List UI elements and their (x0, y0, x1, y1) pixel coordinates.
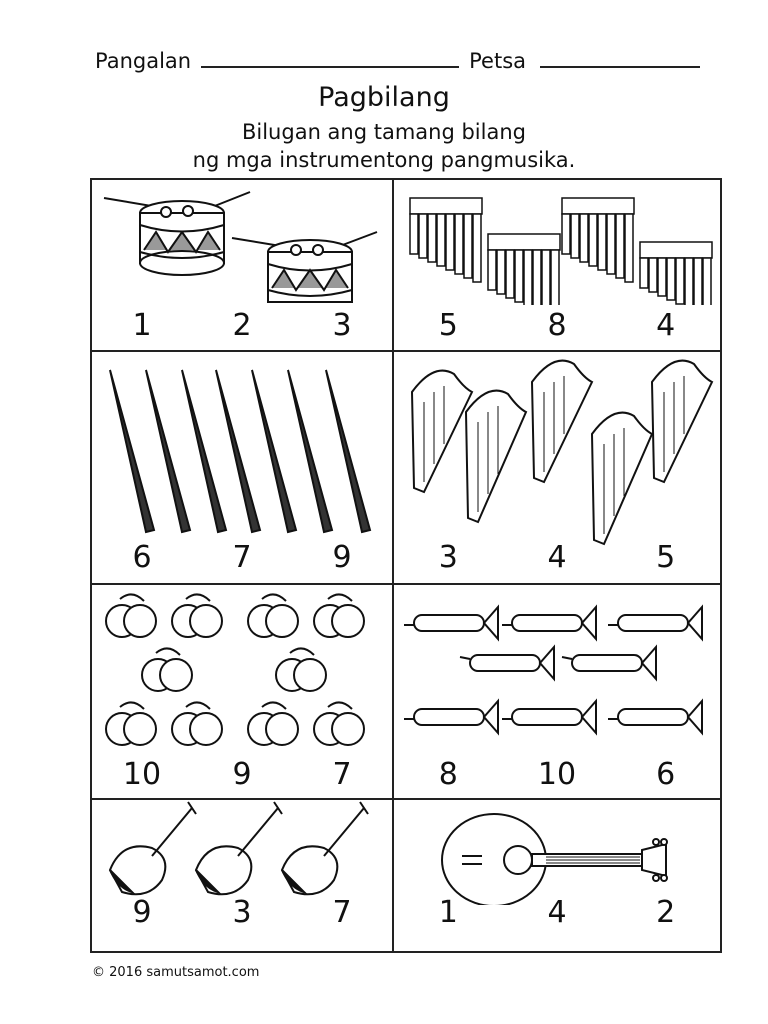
counting-grid: 1 2 3 (90, 178, 722, 953)
cell-drums: 1 2 3 (92, 180, 392, 350)
cell-violins: 9 3 7 (92, 800, 392, 951)
choice-number[interactable]: 3 (438, 540, 458, 575)
choice-number[interactable]: 9 (232, 757, 252, 792)
instruction-line-1: Bilugan ang tamang bilang (241, 120, 526, 144)
harp-icon (410, 359, 714, 546)
castanets-icon (105, 593, 365, 746)
choices-clarinets: 6 7 9 (92, 540, 392, 575)
choice-number[interactable]: 4 (547, 895, 567, 930)
lute-icon (441, 813, 668, 905)
choice-number[interactable]: 7 (332, 895, 352, 930)
choice-number[interactable]: 3 (232, 895, 252, 930)
choice-number[interactable]: 4 (656, 308, 676, 343)
choice-number[interactable]: 7 (232, 540, 252, 575)
choices-castanets: 10 9 7 (92, 757, 392, 792)
instructions: Bilugan ang tamang bilang ng mga instrum… (0, 118, 768, 174)
choices-lute: 1 4 2 (394, 895, 720, 930)
choice-number[interactable]: 9 (132, 895, 152, 930)
cell-castanets: 10 9 7 (92, 585, 392, 798)
choice-number[interactable]: 8 (438, 757, 458, 792)
choices-pan-flutes: 5 8 4 (394, 308, 720, 343)
name-blank-line[interactable] (201, 48, 460, 68)
name-date-row: Pangalan Petsa (95, 48, 710, 73)
date-label: Petsa (469, 49, 527, 73)
grid-divider-row1 (92, 350, 720, 352)
choice-number[interactable]: 6 (656, 757, 676, 792)
pan-flute-icon (409, 197, 713, 305)
clarinet-icon (109, 369, 372, 534)
cell-clarinets: 6 7 9 (92, 352, 392, 583)
worksheet-header: Pangalan Petsa Pagbilang Bilugan ang tam… (0, 0, 768, 180)
choice-number[interactable]: 2 (656, 895, 676, 930)
choice-number[interactable]: 6 (132, 540, 152, 575)
cell-trumpets: 8 10 6 (394, 585, 720, 798)
grid-divider-row3 (92, 798, 720, 800)
cell-pan-flutes: 5 8 4 (394, 180, 720, 350)
choices-trumpets: 8 10 6 (394, 757, 720, 792)
cell-lute: 1 4 2 (394, 800, 720, 951)
choice-number[interactable]: 3 (332, 308, 352, 343)
choice-number[interactable]: 10 (122, 757, 162, 792)
choices-harps: 3 4 5 (394, 540, 720, 575)
choice-number[interactable]: 9 (332, 540, 352, 575)
choice-number[interactable]: 7 (332, 757, 352, 792)
trumpet-icon (404, 604, 703, 736)
grid-divider-row2 (92, 583, 720, 585)
choice-number[interactable]: 5 (656, 540, 676, 575)
violin-icon (108, 801, 369, 896)
choice-number[interactable]: 10 (537, 757, 577, 792)
choice-number[interactable]: 2 (232, 308, 252, 343)
choice-number[interactable]: 5 (438, 308, 458, 343)
page-title: Pagbilang (318, 82, 450, 113)
date-blank-line[interactable] (540, 48, 701, 68)
grid-divider-vertical (392, 180, 394, 951)
choice-number[interactable]: 4 (547, 540, 567, 575)
copyright-footer: © 2016 samutsamot.com (92, 965, 260, 980)
instruction-line-2: ng mga instrumentong pangmusika. (192, 148, 576, 172)
choices-drums: 1 2 3 (92, 308, 392, 343)
choice-number[interactable]: 1 (438, 895, 458, 930)
choices-violins: 9 3 7 (92, 895, 392, 930)
name-label: Pangalan (95, 49, 192, 73)
choice-number[interactable]: 1 (132, 308, 152, 343)
choice-number[interactable]: 8 (547, 308, 567, 343)
cell-harps: 3 4 5 (394, 352, 720, 583)
drum-icon (103, 191, 378, 303)
